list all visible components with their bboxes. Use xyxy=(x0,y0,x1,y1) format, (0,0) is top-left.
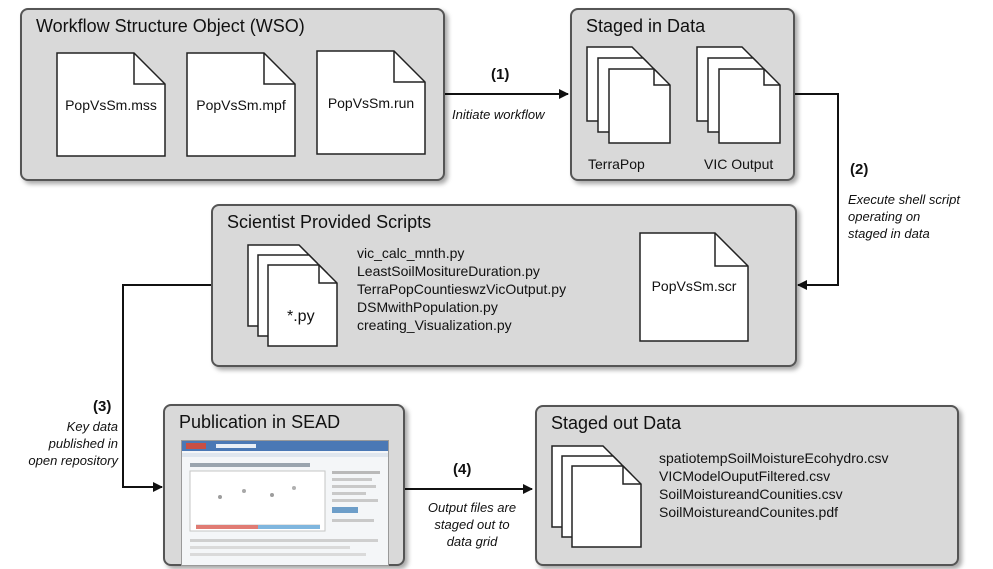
step-3-number: (3) xyxy=(93,398,112,415)
document-stack-icon xyxy=(247,244,338,347)
publication-panel: Publication in SEAD xyxy=(163,404,405,566)
step-1-number: (1) xyxy=(491,66,510,83)
step-2-text: Execute shell script operating on staged… xyxy=(848,191,960,242)
step-1-line: Initiate workflow xyxy=(452,107,545,122)
document-stack-icon xyxy=(696,46,781,144)
step-4-text: Output files are staged out to data grid xyxy=(410,499,534,550)
staged-out-file: VICModelOuputFiltered.csv xyxy=(659,468,831,484)
step-2-line: Execute shell script xyxy=(848,192,960,207)
document-icon xyxy=(56,52,166,157)
wso-file-label: PopVsSm.mss xyxy=(65,97,157,113)
step-3-text: Key data published in open repository xyxy=(2,418,118,469)
step-2-number: (2) xyxy=(850,161,869,178)
arrow-3 xyxy=(122,284,211,492)
step-3-line: Key data xyxy=(66,419,118,434)
publication-title: Publication in SEAD xyxy=(179,412,341,432)
scripts-panel: Scientist Provided Scripts *.py vic_calc… xyxy=(211,204,797,367)
staged-out-file: SoilMoistureandCounites.pdf xyxy=(659,504,838,520)
sead-page-thumbnail xyxy=(182,441,388,556)
wso-file-label: PopVsSm.mpf xyxy=(196,97,286,113)
document-icon xyxy=(186,52,296,157)
script-file: LeastSoilMositureDuration.py xyxy=(357,263,540,279)
script-file: TerraPopCountieswzVicOutput.py xyxy=(357,281,567,297)
script-file: vic_calc_mnth.py xyxy=(357,245,465,261)
document-stack-icon xyxy=(551,445,642,548)
step-3-line: published in xyxy=(48,436,118,451)
step-3-line: open repository xyxy=(28,453,118,468)
wso-file-1: PopVsSm.mss xyxy=(56,52,166,157)
staged-out-file-list: spatiotempSoilMoistureEcohydro.csv VICMo… xyxy=(659,449,889,521)
step-4-line: staged out to xyxy=(434,517,510,532)
staged-out-title: Staged out Data xyxy=(551,413,682,433)
wso-file-3: PopVsSm.run xyxy=(316,50,426,155)
vic-output-label: VIC Output xyxy=(704,156,774,172)
wso-file-2: PopVsSm.mpf xyxy=(186,52,296,157)
step-2-line: operating on xyxy=(848,209,921,224)
scripts-title: Scientist Provided Scripts xyxy=(227,212,432,232)
vic-output-stack xyxy=(696,46,796,146)
py-stack: *.py xyxy=(247,244,357,359)
staged-out-stack xyxy=(551,445,661,560)
terrapop-stack xyxy=(586,46,686,146)
arrow-2 xyxy=(795,93,839,290)
script-file-list: vic_calc_mnth.py LeastSoilMositureDurati… xyxy=(357,244,566,334)
staged-in-panel: Staged in Data TerraPop VIC Output xyxy=(570,8,795,181)
scr-file: PopVsSm.scr xyxy=(639,232,749,342)
staged-out-file: SoilMoistureandCounities.csv xyxy=(659,486,843,502)
script-file: creating_Visualization.py xyxy=(357,317,512,333)
staged-out-panel: Staged out Data spatiotempSoilMoistureEc… xyxy=(535,405,959,566)
wso-panel: Workflow Structure Object (WSO) PopVsSm.… xyxy=(20,8,445,181)
step-2-line: staged in data xyxy=(848,226,930,241)
script-file: DSMwithPopulation.py xyxy=(357,299,498,315)
terrapop-label: TerraPop xyxy=(588,156,645,172)
document-icon xyxy=(316,50,426,155)
wso-title: Workflow Structure Object (WSO) xyxy=(36,16,305,36)
document-icon xyxy=(639,232,749,342)
step-4-number: (4) xyxy=(453,461,472,478)
staged-in-title: Staged in Data xyxy=(586,16,706,36)
py-stack-label: *.py xyxy=(287,308,315,325)
step-4-line: Output files are xyxy=(427,500,517,515)
staged-out-file: spatiotempSoilMoistureEcohydro.csv xyxy=(659,450,889,466)
sead-screenshot-image xyxy=(181,440,389,566)
wso-file-label: PopVsSm.run xyxy=(327,95,415,111)
scr-file-label: PopVsSm.scr xyxy=(651,278,737,294)
document-stack-icon xyxy=(586,46,671,144)
step-4-line: data grid xyxy=(446,534,498,549)
step-1-text: Initiate workflow xyxy=(452,106,544,123)
